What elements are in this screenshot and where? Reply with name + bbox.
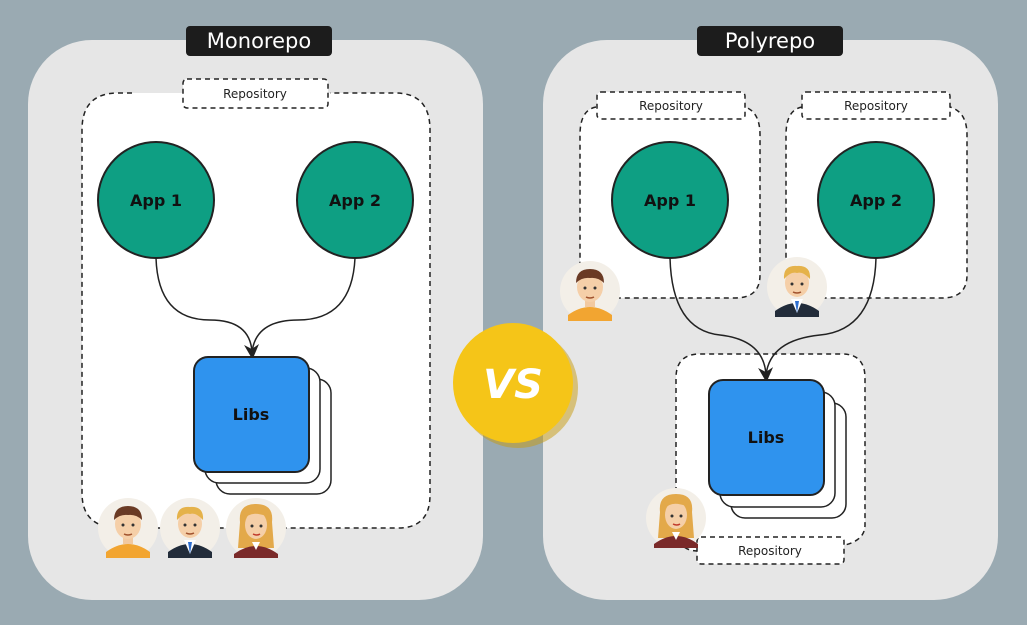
monorepo-app2-label: App 2 — [329, 191, 381, 210]
person-woman-icon — [645, 487, 707, 549]
polyrepo-app1-repository-label: Repository — [639, 99, 703, 113]
monorepo-repository-label: Repository — [223, 87, 287, 101]
polyrepo-app2-repository-tag — [801, 91, 951, 120]
monorepo-libs-box — [193, 356, 310, 473]
monorepo-app1-label: App 1 — [130, 191, 182, 210]
polyrepo-libs-box — [708, 379, 825, 496]
polyrepo-app2-repository-label: Repository — [844, 99, 908, 113]
person-brown-hair-icon — [97, 497, 159, 559]
polyrepo-libs-label: Libs — [748, 428, 785, 447]
polyrepo-app1-repository-tag — [596, 91, 746, 120]
polyrepo-app1-label: App 1 — [644, 191, 696, 210]
polyrepo-arrow-app1 — [669, 257, 774, 383]
person-blond-suit-icon — [159, 497, 221, 559]
vs-badge — [453, 323, 573, 443]
person-blond-suit-icon — [766, 256, 828, 318]
monorepo-libs-label: Libs — [233, 405, 270, 424]
polyrepo-libs-repository-tag — [696, 536, 845, 565]
vs-label: VS — [483, 362, 543, 408]
monorepo-repository-tag — [182, 78, 329, 109]
polyrepo-app2-label: App 2 — [850, 191, 902, 210]
monorepo-arrow-app2 — [251, 257, 356, 353]
monorepo-title: Monorepo — [186, 26, 332, 56]
person-brown-hair-icon — [559, 260, 621, 322]
polyrepo-arrow-app2 — [765, 257, 877, 376]
polyrepo-libs-repository-label: Repository — [738, 544, 802, 558]
polyrepo-title: Polyrepo — [697, 26, 843, 56]
person-woman-icon — [225, 497, 287, 559]
monorepo-arrow-app1 — [155, 257, 260, 360]
